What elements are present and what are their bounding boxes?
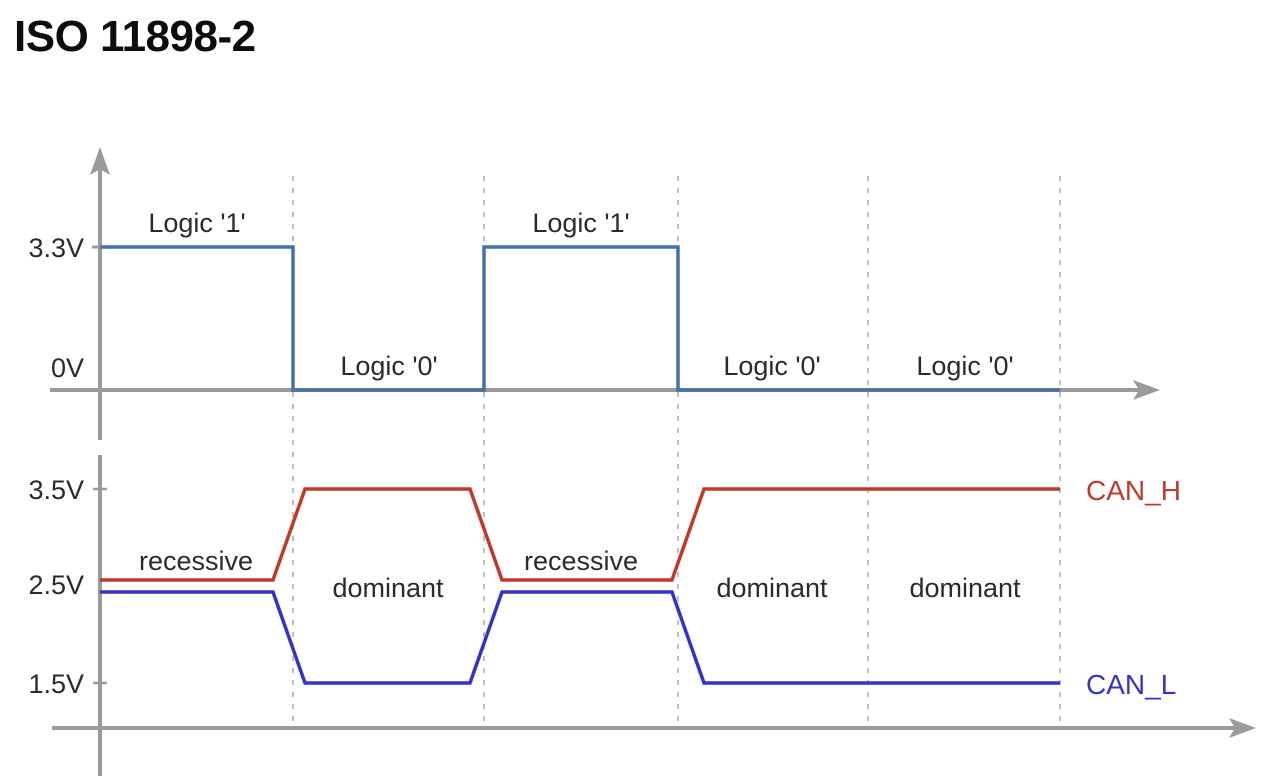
top-chart-bit-label-2: Logic '1' [532, 208, 629, 238]
logic-waveform-line [100, 245, 1060, 392]
can-l-waveform-line [100, 590, 1060, 685]
bottom-chart-x-axis-arrow-icon [1229, 718, 1256, 738]
top-chart-group: 3.3V 0V Logic '1' Logic '0' Logic '1' Lo… [28, 147, 1160, 440]
top-chart-bit-label-1: Logic '0' [340, 351, 437, 381]
legend-label-can-h: CAN_H [1086, 475, 1181, 506]
bottom-chart-state-label-0: recessive [139, 546, 253, 576]
bottom-chart-state-label-2: recessive [524, 546, 638, 576]
bottom-chart-ytick-label-0: 3.5V [28, 475, 84, 505]
bottom-chart-group: 3.5V 2.5V 1.5V recessive dominant recess… [28, 455, 1256, 776]
gridlines-group [292, 176, 1061, 728]
legend-label-can-l: CAN_L [1086, 669, 1176, 700]
bottom-chart-state-label-3: dominant [716, 573, 828, 603]
top-chart-bit-label-3: Logic '0' [723, 351, 820, 381]
top-chart-ytick-label-1: 0V [51, 353, 84, 383]
top-chart-ytick-label-0: 3.3V [28, 233, 84, 263]
bottom-chart-ytick-label-1: 2.5V [28, 570, 84, 600]
bottom-chart-state-label-4: dominant [909, 573, 1021, 603]
top-chart-bit-label-0: Logic '1' [148, 208, 245, 238]
top-chart-x-axis-arrow-icon [1133, 380, 1160, 400]
top-chart-y-axis-arrow-icon [90, 147, 110, 175]
bottom-chart-ytick-label-2: 1.5V [28, 669, 84, 699]
can-h-waveform-line [100, 487, 1060, 582]
bottom-chart-state-label-1: dominant [332, 573, 444, 603]
top-chart-bit-label-4: Logic '0' [916, 351, 1013, 381]
page-title: ISO 11898-2 [14, 12, 256, 61]
